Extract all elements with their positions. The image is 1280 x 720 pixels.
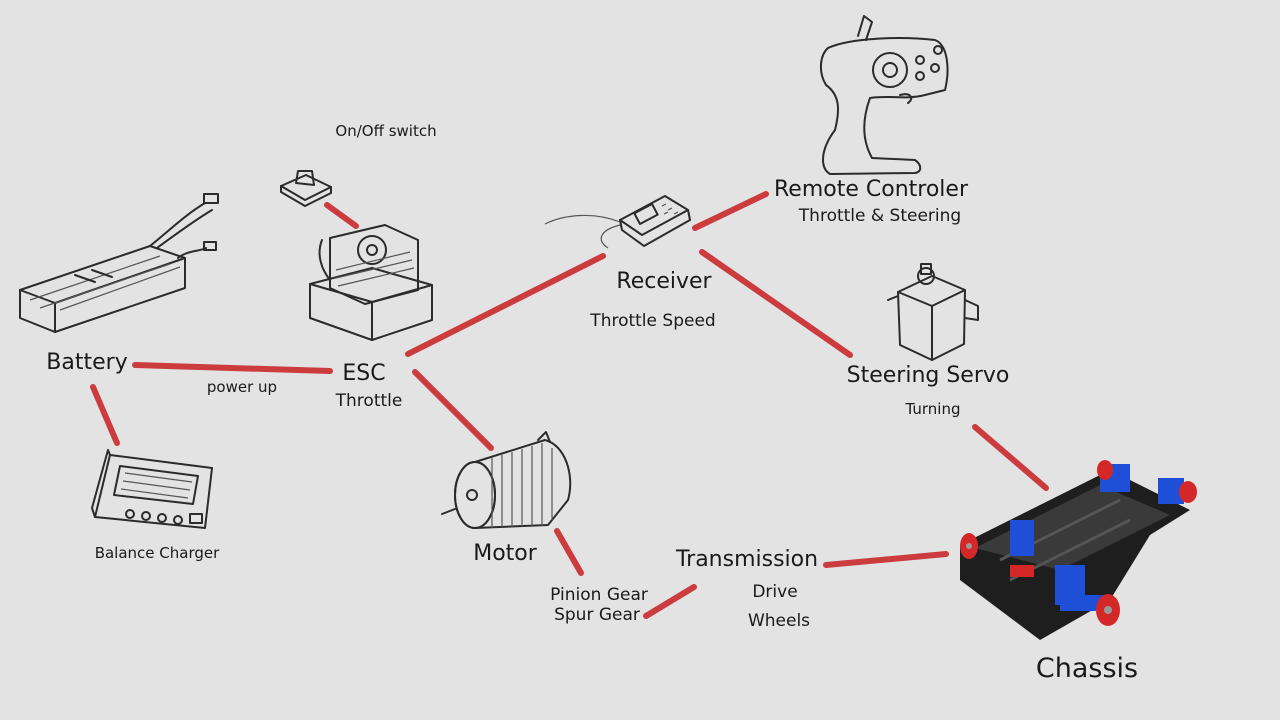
chassis-label: Chassis xyxy=(1035,653,1139,684)
esc-function-label: Throttle xyxy=(335,391,403,411)
charger-icon xyxy=(91,449,213,529)
transmission-label: Transmission xyxy=(675,547,819,572)
battery-icon xyxy=(19,193,219,333)
switch-label: On/Off switch xyxy=(335,122,437,140)
drive-label: Drive xyxy=(752,582,798,602)
link-servo-chassis xyxy=(972,424,1049,491)
pinion-gear-label: Pinion Gear xyxy=(550,585,648,605)
esc-icon xyxy=(309,224,433,341)
charger-label: Balance Charger xyxy=(94,544,220,562)
receiver-icon xyxy=(544,195,691,249)
motor-label: Motor xyxy=(473,541,537,566)
esc-label: ESC xyxy=(342,361,386,386)
wheels-label: Wheels xyxy=(747,611,811,631)
remote-icon xyxy=(820,15,949,175)
motor-icon xyxy=(441,431,572,529)
chassis-icon xyxy=(960,460,1197,640)
link-receiver-servo xyxy=(699,249,853,358)
receiver-label: Receiver xyxy=(616,269,712,294)
remote-function-label: Throttle & Steering xyxy=(798,206,962,226)
link-transmission-chassis xyxy=(823,551,949,568)
servo-function-label: Turning xyxy=(905,400,961,418)
link-esc-receiver xyxy=(405,253,606,357)
link-switch-esc xyxy=(324,202,359,229)
servo-label: Steering Servo xyxy=(846,363,1010,388)
remote-label: Remote Controler xyxy=(774,177,968,202)
receiver-function-label: Throttle Speed xyxy=(590,311,716,331)
battery-label: Battery xyxy=(46,350,128,375)
link-esc-motor xyxy=(412,369,494,451)
power-up-label: power up xyxy=(206,378,278,396)
spur-gear-label: Spur Gear xyxy=(554,605,640,625)
link-receiver-remote xyxy=(692,191,769,231)
link-battery-charger xyxy=(90,384,120,446)
link-gears-transmission xyxy=(643,584,697,619)
servo-icon xyxy=(887,263,979,361)
switch-icon xyxy=(280,170,332,207)
link-motor-gears xyxy=(554,528,584,576)
link-battery-esc xyxy=(132,362,333,374)
